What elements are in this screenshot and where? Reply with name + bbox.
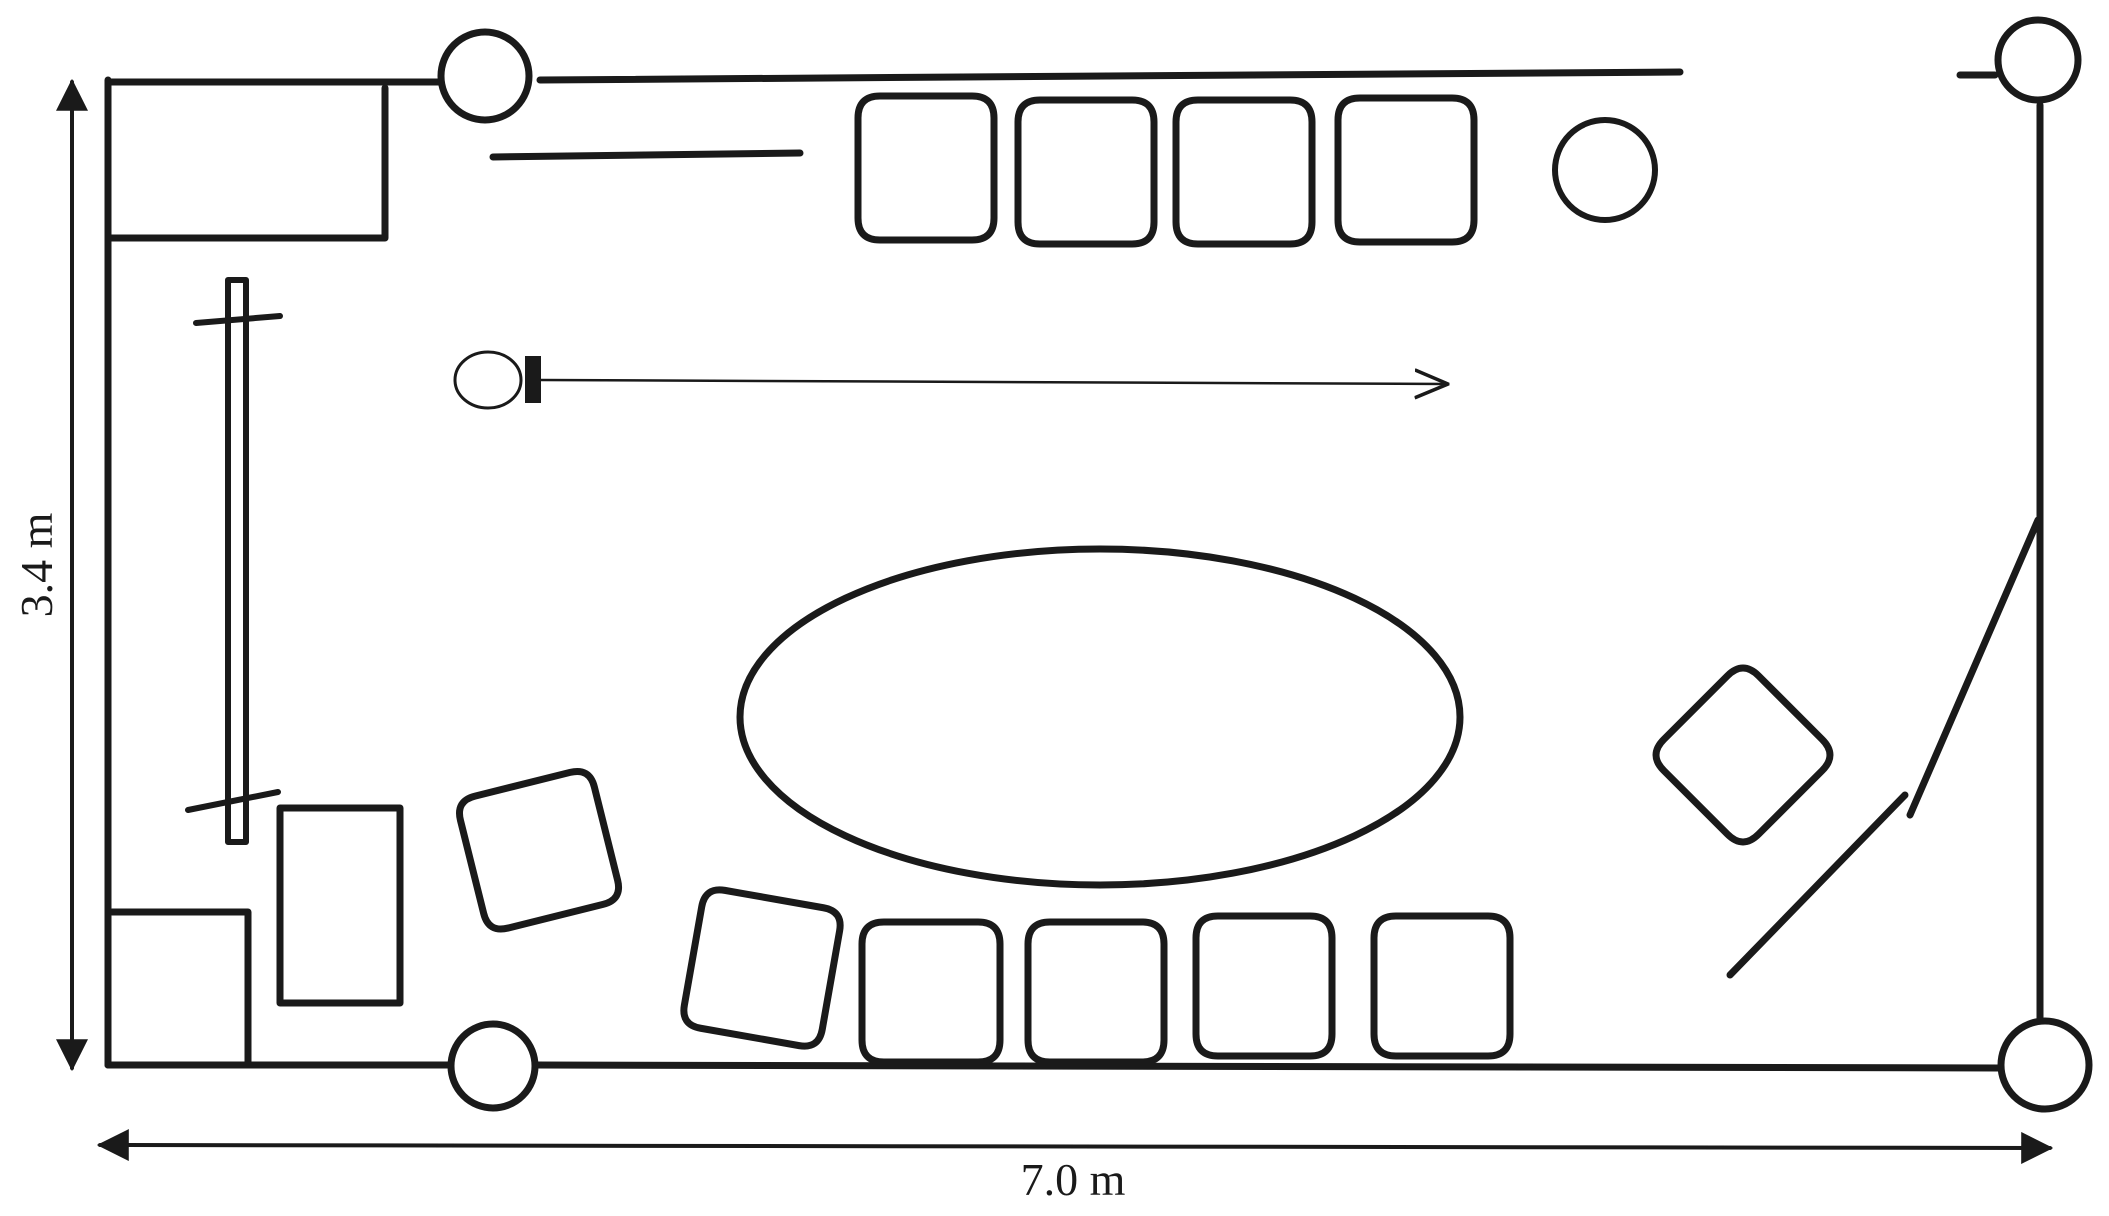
armchair-icon bbox=[456, 768, 622, 933]
top-left-cabinet bbox=[104, 84, 389, 242]
oval-table-icon bbox=[736, 545, 1464, 889]
whiteboard bbox=[225, 277, 249, 845]
armchair-icon bbox=[854, 92, 998, 244]
circle-column-icon bbox=[447, 1020, 539, 1112]
armchair-icon bbox=[1192, 912, 1336, 1060]
side-table bbox=[276, 804, 404, 1007]
armchair-icon bbox=[858, 918, 1004, 1066]
dimensions: 3.4 m 7.0 m bbox=[11, 78, 2054, 1205]
circle-column-icon bbox=[1994, 16, 2082, 104]
door-swing-icon bbox=[1726, 516, 2042, 979]
width-dimension-arrow bbox=[96, 1129, 2054, 1164]
door-leaf-lower bbox=[1726, 791, 1909, 979]
armchair-icon bbox=[680, 886, 844, 1050]
top-seat-row bbox=[854, 92, 1658, 248]
armchair-icon bbox=[1652, 664, 1834, 846]
armchair-icon bbox=[1334, 94, 1478, 246]
width-dimension-label: 7.0 m bbox=[1021, 1154, 1126, 1205]
armchair-icon bbox=[1370, 912, 1514, 1060]
bottom-left-cabinet bbox=[108, 908, 252, 1066]
bottom-seat-row bbox=[456, 664, 1834, 1066]
left-fixtures bbox=[104, 84, 804, 1066]
wall-shelf bbox=[489, 149, 804, 161]
walls bbox=[104, 68, 2044, 1072]
whiteboard-bracket-top bbox=[193, 313, 283, 326]
circle-column-icon bbox=[437, 28, 533, 124]
armchair-icon bbox=[1024, 918, 1168, 1066]
door-leaf-upper bbox=[1906, 516, 2042, 819]
projector-lens bbox=[525, 356, 541, 403]
bottom-wall-right-segment bbox=[531, 1061, 2004, 1072]
projector-body bbox=[453, 350, 523, 410]
columns bbox=[437, 16, 2093, 1113]
armchair-icon bbox=[1014, 96, 1158, 248]
projector-icon bbox=[453, 350, 1448, 410]
whiteboard-bracket-bottom bbox=[185, 789, 281, 813]
circle-column-icon bbox=[1997, 1017, 2093, 1113]
round-stool-icon bbox=[1552, 117, 1658, 223]
armchair-icon bbox=[1172, 96, 1316, 248]
top-wall-right-segment bbox=[536, 68, 1684, 84]
height-dimension-label: 3.4 m bbox=[11, 512, 62, 617]
projection-arrow bbox=[539, 380, 1448, 384]
